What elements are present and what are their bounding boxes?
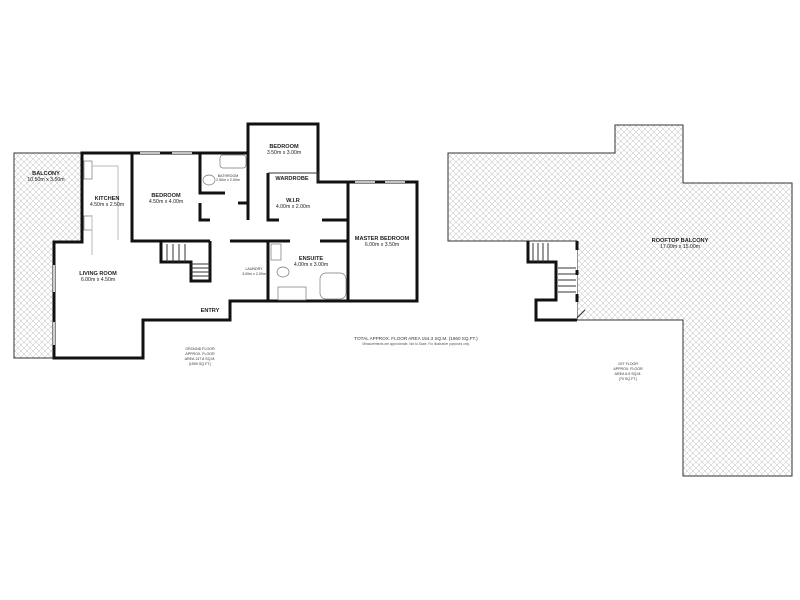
double-basin-icon bbox=[277, 286, 307, 301]
first-floor: ROOFTOP BALCONY 17.00m x 15.00m 1ST FLOO… bbox=[447, 124, 793, 477]
room-name: KITCHEN bbox=[95, 196, 120, 202]
basin-icon bbox=[270, 243, 282, 261]
svg-text:1ST FLOOR: 1ST FLOOR bbox=[618, 362, 638, 366]
svg-text:APPROX. FLOOR: APPROX. FLOOR bbox=[185, 352, 215, 356]
svg-text:GROUND FLOOR: GROUND FLOOR bbox=[185, 347, 215, 351]
room-name: MASTER BEDROOM bbox=[355, 236, 410, 242]
ground-floor: BALCONY 10.50m x 3.50m KITCHEN 4.50m x 2… bbox=[13, 122, 419, 366]
room-name: ROOFTOP BALCONY bbox=[652, 238, 709, 244]
room-name: LIVING ROOM bbox=[79, 271, 117, 277]
room-name: LAUNDRY bbox=[245, 267, 263, 271]
room-name: BATHROOM bbox=[218, 174, 239, 178]
first-floor-area: 1ST FLOOR APPROX. FLOOR AREA 6.5 SQ.M. (… bbox=[613, 362, 643, 381]
svg-text:AREA 147.8 SQ.M.: AREA 147.8 SQ.M. bbox=[185, 357, 216, 361]
room-size: 10.50m x 3.50m bbox=[27, 177, 64, 183]
toilet-icon bbox=[202, 174, 216, 186]
room-size: 4.50m x 2.50m bbox=[90, 202, 124, 208]
sink-icon bbox=[83, 160, 93, 180]
svg-text:APPROX. FLOOR: APPROX. FLOOR bbox=[613, 367, 643, 371]
interior-walls bbox=[130, 153, 350, 301]
room-size: 6.00m x 4.50m bbox=[81, 277, 115, 283]
room-size: 4.00m x 3.00m bbox=[294, 262, 328, 268]
stairs bbox=[526, 240, 586, 322]
room-size: 6.00m x 3.50m bbox=[365, 242, 399, 248]
room-name: BEDROOM bbox=[151, 193, 181, 199]
bathtub-icon bbox=[219, 154, 247, 169]
room-size: 3.50m x 3.00m bbox=[267, 150, 301, 156]
room-name: BALCONY bbox=[32, 171, 60, 177]
room-name: W.I.R bbox=[286, 198, 300, 204]
room-name: WARDROBE bbox=[275, 176, 309, 182]
svg-text:AREA 6.5 SQ.M.: AREA 6.5 SQ.M. bbox=[615, 372, 642, 376]
room-size: 4.00m x 2.00m bbox=[276, 204, 310, 210]
room-name: BEDROOM bbox=[269, 144, 299, 150]
balcony-area bbox=[13, 152, 83, 359]
spa-bath-icon bbox=[319, 272, 347, 300]
room-size: 17.00m x 15.00m bbox=[660, 244, 700, 250]
svg-text:(70 SQ.FT.): (70 SQ.FT.) bbox=[619, 377, 638, 381]
svg-text:(1590 SQ.FT.): (1590 SQ.FT.) bbox=[189, 362, 212, 366]
ground-floor-area: GROUND FLOOR APPROX. FLOOR AREA 147.8 SQ… bbox=[185, 347, 216, 366]
rooftop-balcony-area bbox=[447, 124, 793, 477]
wardrobe-line bbox=[268, 172, 319, 182]
cooktop-icon bbox=[83, 215, 93, 231]
room-name: ENTRY bbox=[201, 308, 220, 314]
stairs bbox=[159, 241, 212, 283]
total-floor-area: TOTAL APPROX. FLOOR AREA 154.3 SQ.M. (16… bbox=[354, 336, 478, 341]
room-size: 4.50m x 4.00m bbox=[149, 199, 183, 205]
room-size: 3.00m x 2.00m bbox=[242, 272, 266, 276]
room-size: 2.50m x 2.00m bbox=[216, 178, 240, 182]
disclaimer: Measurements are approximate. Not to Sca… bbox=[362, 342, 469, 346]
toilet-icon bbox=[276, 266, 290, 278]
room-name: ENSUITE bbox=[299, 256, 324, 262]
